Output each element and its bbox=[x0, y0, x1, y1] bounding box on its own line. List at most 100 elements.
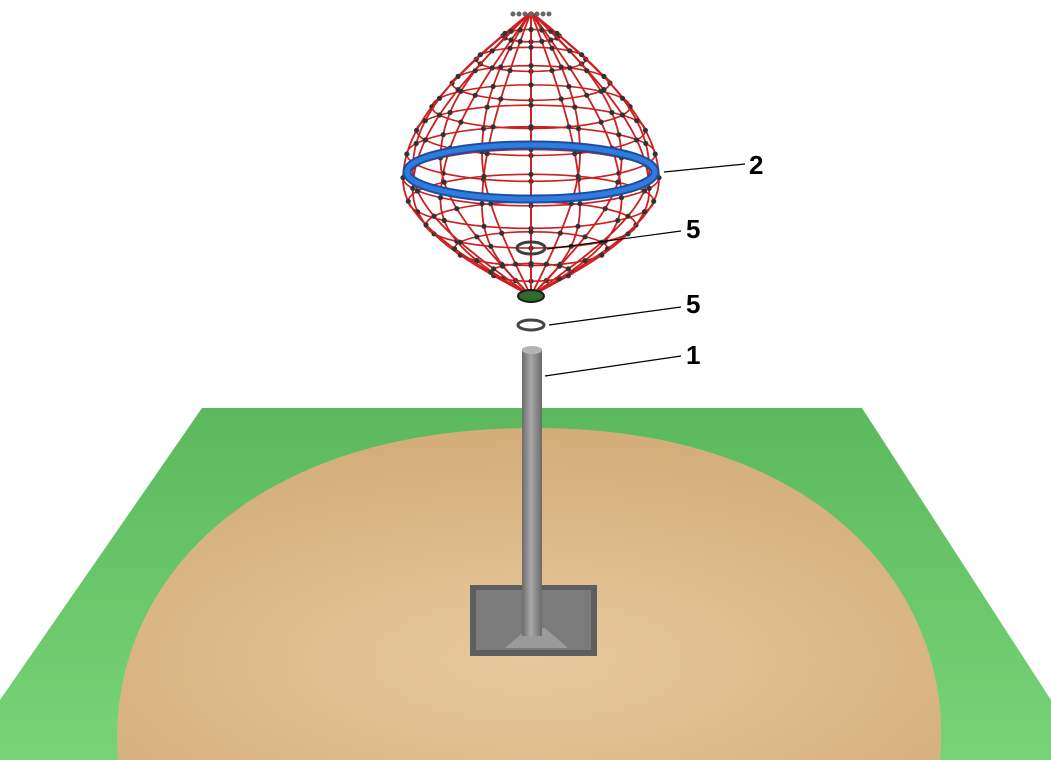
net-knot bbox=[507, 45, 513, 51]
net-top-cap bbox=[522, 11, 528, 17]
net-knot bbox=[599, 252, 605, 258]
net-knot bbox=[646, 185, 652, 191]
net-knot bbox=[414, 127, 420, 133]
net-knot bbox=[568, 201, 574, 207]
callout-label-5-inner: 5 bbox=[686, 214, 700, 244]
net-knot bbox=[436, 112, 443, 118]
net-knot bbox=[566, 83, 572, 90]
net-knot bbox=[502, 30, 508, 36]
net-knot bbox=[436, 95, 443, 101]
net-knot bbox=[480, 126, 487, 132]
net-knot bbox=[488, 201, 494, 207]
net-knot bbox=[528, 26, 534, 33]
leader-line-5-inner bbox=[546, 230, 682, 250]
net-knot bbox=[507, 67, 513, 74]
net-knot bbox=[528, 44, 534, 50]
net-knot bbox=[447, 109, 453, 116]
leader-line-5-lower bbox=[548, 306, 682, 326]
net-knot bbox=[575, 223, 581, 229]
net-top-cap bbox=[546, 11, 552, 17]
net-knot bbox=[642, 127, 649, 133]
net-knot bbox=[479, 201, 485, 207]
net-knot bbox=[517, 27, 523, 33]
net-knot bbox=[488, 243, 494, 249]
net-knot bbox=[481, 223, 487, 229]
net-knot bbox=[584, 92, 590, 98]
net-knot bbox=[579, 52, 585, 58]
net-knot bbox=[625, 231, 631, 237]
net-knot bbox=[422, 137, 428, 143]
net-knot bbox=[625, 213, 631, 219]
net-knot bbox=[549, 67, 555, 74]
net-knot bbox=[572, 104, 578, 110]
net-knot bbox=[575, 173, 581, 179]
net-knot bbox=[549, 45, 555, 51]
net-knot bbox=[556, 263, 563, 269]
net-knot bbox=[484, 151, 490, 157]
net-knot bbox=[484, 104, 490, 110]
net-knot bbox=[474, 234, 480, 240]
net-knot bbox=[415, 188, 421, 194]
net-knot bbox=[422, 118, 428, 124]
net-top-cap bbox=[534, 11, 540, 17]
net-knot bbox=[454, 206, 460, 212]
net-knot bbox=[498, 64, 504, 70]
net-knot bbox=[489, 48, 495, 54]
net-knot bbox=[451, 246, 458, 252]
net-knot bbox=[528, 82, 534, 88]
net-knot bbox=[423, 222, 429, 228]
net-knot bbox=[517, 38, 523, 45]
net-knot bbox=[498, 96, 504, 102]
net-knot bbox=[616, 132, 622, 138]
net-knot bbox=[528, 63, 534, 69]
pole bbox=[522, 346, 542, 636]
net-knot bbox=[499, 263, 506, 269]
net-knot bbox=[513, 261, 519, 267]
net-knot bbox=[615, 179, 621, 185]
net-knot bbox=[528, 171, 534, 177]
callout-label-1: 1 bbox=[686, 340, 700, 370]
callout-label-2: 2 bbox=[749, 150, 763, 180]
net-knot bbox=[477, 52, 483, 58]
net-knot bbox=[491, 266, 497, 272]
net-knot bbox=[634, 118, 640, 124]
net-knot bbox=[437, 195, 444, 201]
leader-line-1 bbox=[544, 355, 682, 377]
net-knot bbox=[598, 119, 604, 125]
net-knot bbox=[601, 73, 607, 79]
net-knot bbox=[558, 96, 564, 102]
net-knot bbox=[431, 213, 437, 219]
spider-net bbox=[400, 11, 662, 297]
net-knot bbox=[539, 27, 545, 33]
net-knot bbox=[566, 124, 572, 130]
net-top-cap bbox=[510, 11, 516, 17]
net-knot bbox=[652, 151, 658, 157]
net-knot bbox=[577, 201, 583, 207]
net-knot bbox=[441, 217, 447, 223]
net-knot bbox=[508, 37, 514, 43]
net-knot bbox=[548, 37, 554, 43]
net-knot bbox=[643, 140, 649, 147]
net-top-cap bbox=[516, 11, 522, 17]
net-knot bbox=[528, 229, 534, 235]
net-knot bbox=[602, 206, 608, 212]
net-knot bbox=[641, 188, 648, 194]
inner-ring bbox=[515, 240, 547, 256]
net-knot bbox=[567, 48, 573, 54]
net-knot bbox=[582, 258, 588, 264]
net-knot bbox=[651, 198, 657, 204]
net-knot bbox=[641, 209, 648, 215]
net-knot bbox=[405, 198, 411, 204]
net-knot bbox=[528, 102, 534, 108]
net-knot bbox=[619, 112, 626, 118]
net-top-cap bbox=[528, 11, 534, 17]
net-knot bbox=[472, 68, 478, 74]
net-hub bbox=[517, 289, 545, 303]
net-knot bbox=[499, 230, 505, 236]
net-knot bbox=[490, 124, 496, 130]
lower-ring bbox=[516, 318, 546, 332]
net-knot bbox=[490, 83, 496, 90]
net-knot bbox=[634, 137, 640, 143]
net-knot bbox=[572, 151, 578, 157]
